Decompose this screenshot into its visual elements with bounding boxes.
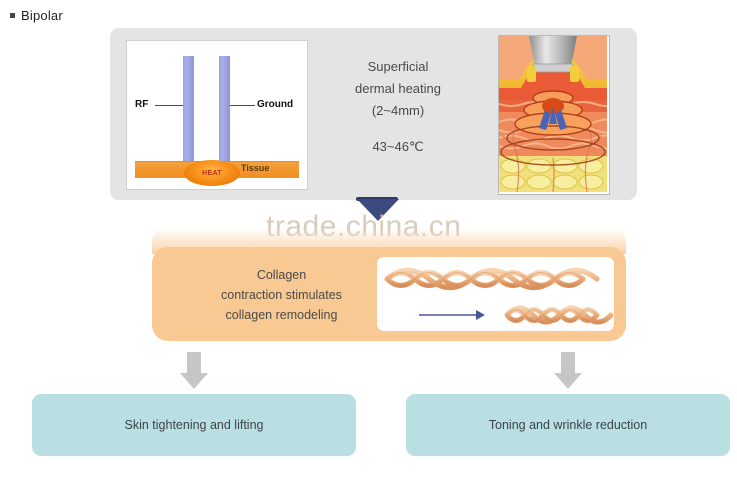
skin-cross-section-svg bbox=[499, 36, 607, 192]
outcome-label: Toning and wrinkle reduction bbox=[488, 418, 648, 432]
ground-electrode-icon bbox=[219, 56, 230, 162]
collagen-panel: Collagen contraction stimulates collagen… bbox=[152, 247, 626, 341]
collagen-fiber-svg bbox=[384, 268, 614, 325]
page-title: Bipolar bbox=[10, 8, 63, 23]
collagen-line-3: collagen remodeling bbox=[225, 308, 338, 322]
tissue-label: Tissue bbox=[241, 163, 270, 173]
heating-line-3: (2~4mm) bbox=[371, 103, 425, 118]
outcome-box-skin-tightening: Skin tightening and lifting bbox=[32, 394, 356, 456]
arrow-shaft bbox=[187, 352, 201, 373]
heating-line-1: Superficial bbox=[367, 59, 429, 74]
page-title-label: Bipolar bbox=[21, 8, 63, 23]
heating-line-2: dermal heating bbox=[355, 81, 441, 96]
ground-label: Ground bbox=[257, 99, 294, 110]
down-arrow-left-icon bbox=[180, 352, 208, 389]
arrow-shaft bbox=[561, 352, 575, 373]
rf-lead-line bbox=[155, 105, 183, 106]
heating-description: Superficial dermal heating (2~4mm) 43~46… bbox=[318, 56, 478, 158]
rf-ground-schematic: RF Ground HEAT Tissue bbox=[126, 40, 308, 190]
down-trapezoid-arrow-icon bbox=[357, 199, 399, 221]
ground-lead-line bbox=[230, 105, 255, 106]
heat-label: HEAT bbox=[202, 169, 222, 177]
top-info-panel: RF Ground HEAT Tissue Superficial dermal… bbox=[110, 28, 637, 200]
collagen-fiber-contraction-illustration bbox=[377, 257, 614, 331]
collagen-line-2: contraction stimulates bbox=[221, 288, 342, 302]
outcome-box-toning: Toning and wrinkle reduction bbox=[406, 394, 730, 456]
rf-electrode-icon bbox=[183, 56, 194, 162]
arrow-head bbox=[180, 373, 208, 389]
outcome-label: Skin tightening and lifting bbox=[124, 418, 264, 432]
square-bullet-icon bbox=[10, 13, 15, 18]
rf-label: RF bbox=[135, 99, 149, 110]
collagen-line-1: Collagen bbox=[256, 268, 307, 282]
skin-cross-section-illustration bbox=[498, 35, 610, 195]
collagen-description: Collagen contraction stimulates collagen… bbox=[174, 265, 389, 325]
down-arrow-right-icon bbox=[554, 352, 582, 389]
heat-zone-icon: HEAT bbox=[184, 160, 240, 186]
arrow-head bbox=[554, 373, 582, 389]
heating-temperature: 43~46℃ bbox=[372, 139, 424, 154]
